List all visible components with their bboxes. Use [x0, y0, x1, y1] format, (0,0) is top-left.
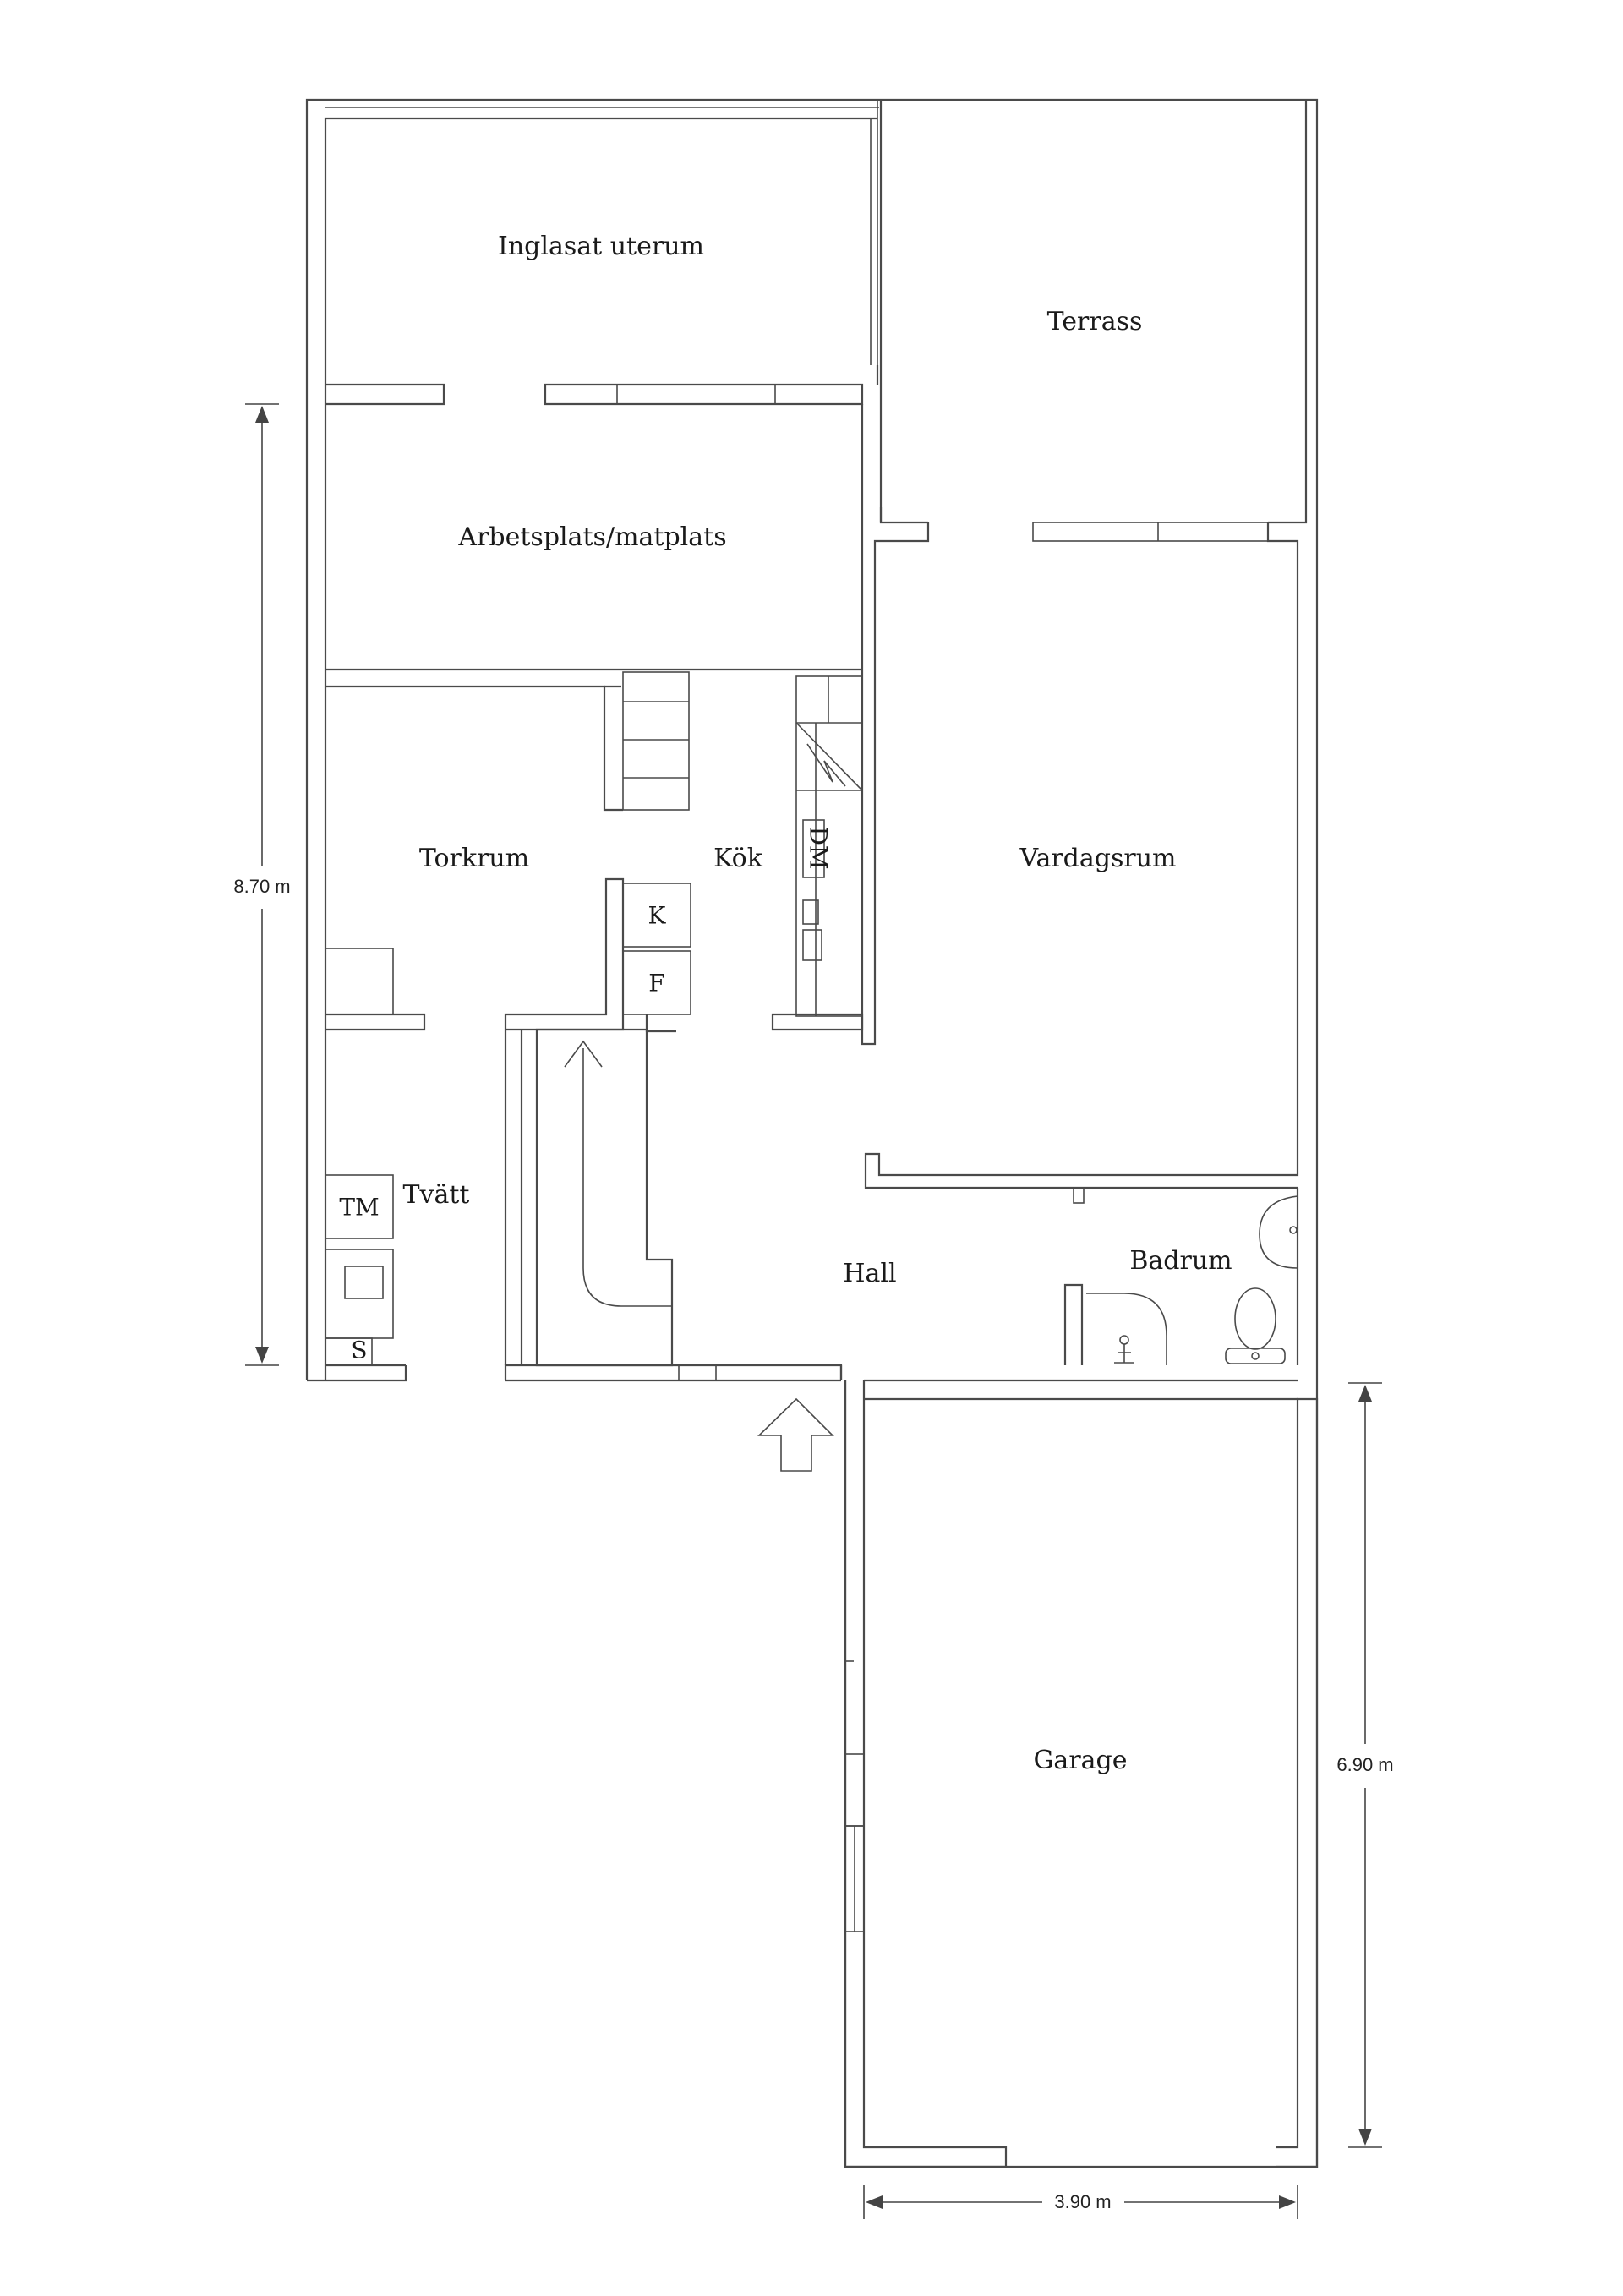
dim-label-garage-depth: 6.90 m: [1336, 1754, 1393, 1775]
kitchen-fixtures: DM K F: [622, 671, 863, 1017]
dryer-label: TM: [339, 1194, 379, 1222]
dimension-garage-depth: 6.90 m: [1336, 1382, 1394, 2148]
dim-label-garage-width: 3.90 m: [1054, 2191, 1111, 2212]
room-label-badrum: Badrum: [1129, 1246, 1232, 1276]
room-label-terrass: Terrass: [1047, 307, 1143, 336]
entrance-arrow-icon: [757, 1397, 834, 1472]
room-label-hall: Hall: [843, 1259, 896, 1288]
dimension-garage-width: 3.90 m: [863, 2185, 1298, 2219]
dryer-box: [325, 1174, 394, 1239]
garage-walls: [844, 1379, 1319, 2168]
dishwasher-box: [802, 819, 825, 878]
dim-label-house-depth: 8.70 m: [233, 876, 290, 897]
freezer-label: F: [648, 970, 664, 998]
washbasin-icon: [1259, 1195, 1298, 1269]
dimension-house-depth: 8.70 m: [233, 403, 291, 1366]
room-label-torkrum: Torkrum: [419, 844, 529, 873]
sink-label: S: [351, 1337, 367, 1364]
room-label-arbetsplats: Arbetsplats/matplats: [457, 522, 726, 552]
room-label-kok: Kök: [713, 844, 763, 873]
dishwasher-label: DM: [805, 826, 833, 869]
fridge-box: [622, 883, 691, 948]
sink-box: [325, 1337, 373, 1366]
laundry-fixtures: TM S: [325, 1174, 394, 1366]
fridge-label: K: [648, 902, 667, 930]
toilet-icon: [1234, 1287, 1276, 1350]
room-label-vardagsrum: Vardagsrum: [1019, 844, 1177, 873]
room-label-inglasat-uterum: Inglasat uterum: [498, 232, 704, 261]
shower-icon: [1114, 1344, 1134, 1364]
room-label-garage: Garage: [1033, 1746, 1127, 1775]
freezer-box: [622, 950, 691, 1015]
room-label-tvatt: Tvätt: [403, 1180, 470, 1210]
room-labels: Inglasat uterum Terrass Arbetsplats/matp…: [403, 232, 1232, 1775]
interior-walls: [325, 365, 1299, 1367]
bathroom-fixtures: [1086, 1195, 1298, 1365]
outer-walls: [305, 98, 1319, 2168]
